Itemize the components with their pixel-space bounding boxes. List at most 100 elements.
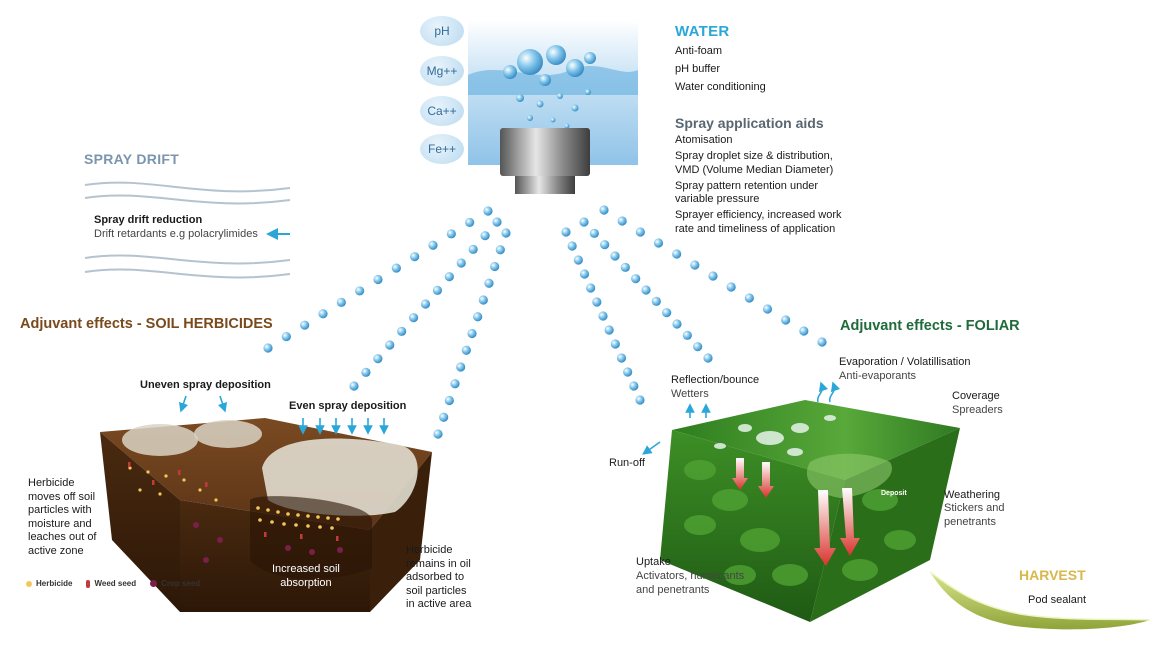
spray-aid-item: rate and timeliness of application [675,223,836,235]
droplet [465,217,475,228]
harvest-title: HARVEST [1019,567,1086,583]
droplet [762,304,773,314]
droplet [573,255,583,265]
droplet [483,206,493,216]
droplet [653,238,664,248]
droplet [495,245,505,255]
wind-lines [84,181,291,279]
droplet [439,412,449,422]
droplet [484,278,494,288]
droplet-rays [263,205,827,439]
droplet [355,286,365,296]
deposit-label: Deposit [881,490,907,497]
droplet [501,228,511,238]
foliar-title: Adjuvant effects - FOLIAR [840,318,1020,334]
droplet [726,282,736,292]
leaf-block [642,381,960,622]
weathering-label: Weathering [944,489,1001,501]
droplet [432,285,443,295]
droplet [468,244,478,254]
water-item: Anti-foam [675,45,723,57]
spray-aid-item: Sprayer efficiency, increased work [675,209,842,221]
crop-seed-swatch-icon [150,580,158,587]
soil-block [100,395,432,612]
runoff-label: Run-off [609,457,645,469]
uptake-label: Uptake [636,556,671,568]
droplet [599,205,609,215]
droplet [623,367,633,377]
droplet [610,339,620,349]
wetters-label: Wetters [671,388,709,400]
legend-crop-seed: Crop seed [150,579,200,588]
droplet [373,354,383,364]
pod-sealant-label: Pod sealant [1028,594,1087,606]
droplet [444,272,454,282]
coverage-label: Coverage [952,390,1000,402]
droplet [433,429,443,439]
ion-fe: Fe++ [420,134,464,164]
droplet [480,231,490,241]
droplet [672,319,682,329]
droplet [635,395,645,405]
droplet [461,345,471,355]
droplet [781,315,791,325]
legend-herbicide: Herbicide [26,579,72,588]
weed-seed-swatch-icon [86,579,91,588]
droplet [420,299,431,309]
droplet [492,217,502,227]
droplet [589,228,599,238]
even-deposition-label: Even spray deposition [289,400,407,412]
droplet [598,311,608,321]
anti-evaporants-label: Anti-evaporants [839,370,917,382]
droplet [592,297,602,307]
droplet [446,229,456,239]
droplet [408,313,419,323]
droplet [616,353,627,363]
droplet [567,241,577,251]
droplet [373,274,383,285]
droplet [744,293,754,303]
soil-legend: Herbicide Weed seed Crop seed [26,579,200,588]
droplet [300,320,310,330]
droplet [690,260,700,270]
nozzle [500,128,590,176]
droplet [708,271,718,281]
soil-title: Adjuvant effects - SOIL HERBICIDES [20,316,273,332]
droplet [629,381,639,391]
droplet [620,262,630,272]
droplet [586,283,596,293]
droplet [693,342,703,352]
droplet [579,217,589,227]
droplet [349,381,359,391]
droplet [397,326,407,336]
droplet [490,261,500,272]
spray-aid-item: variable pressure [675,193,760,205]
droplet [579,269,590,279]
droplet [604,325,614,335]
spreaders-label: Spreaders [952,404,1003,416]
drift-retardants-label: Drift retardants e.g polacrylimides [94,228,258,240]
droplet [817,337,827,347]
droplet [561,227,571,237]
droplet [428,240,438,250]
ion-ph: pH [420,16,464,46]
droplet [682,330,692,340]
evaporation-label: Evaporation / Volatillisation [839,356,971,368]
drift-reduction-label: Spray drift reduction [94,214,203,226]
droplet [631,274,641,284]
droplet [635,227,645,237]
water-title: WATER [675,23,730,40]
ion-mg: Mg++ [420,56,464,86]
droplet [385,340,395,350]
water-item: pH buffer [675,63,721,75]
droplet [478,295,488,305]
legend-weed-seed: Weed seed [86,579,136,588]
droplet [617,216,627,226]
spray-aid-item: Spray droplet size & distribution, [675,150,833,162]
uneven-deposition-label: Uneven spray deposition [140,379,271,391]
